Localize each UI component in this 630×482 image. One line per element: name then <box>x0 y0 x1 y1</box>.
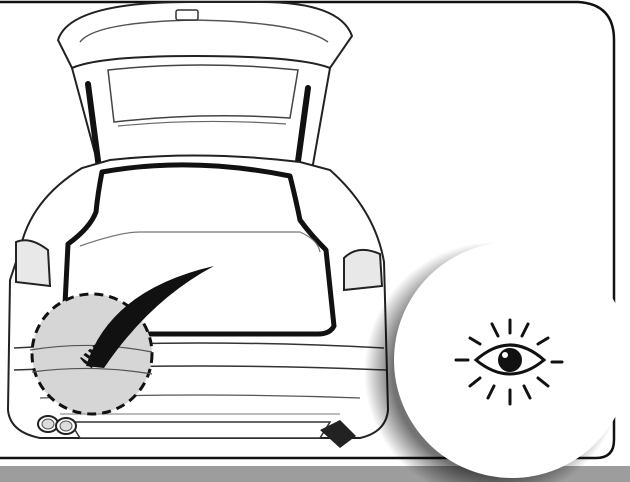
tail-light-left <box>16 240 50 286</box>
tail-light-right <box>344 250 382 290</box>
